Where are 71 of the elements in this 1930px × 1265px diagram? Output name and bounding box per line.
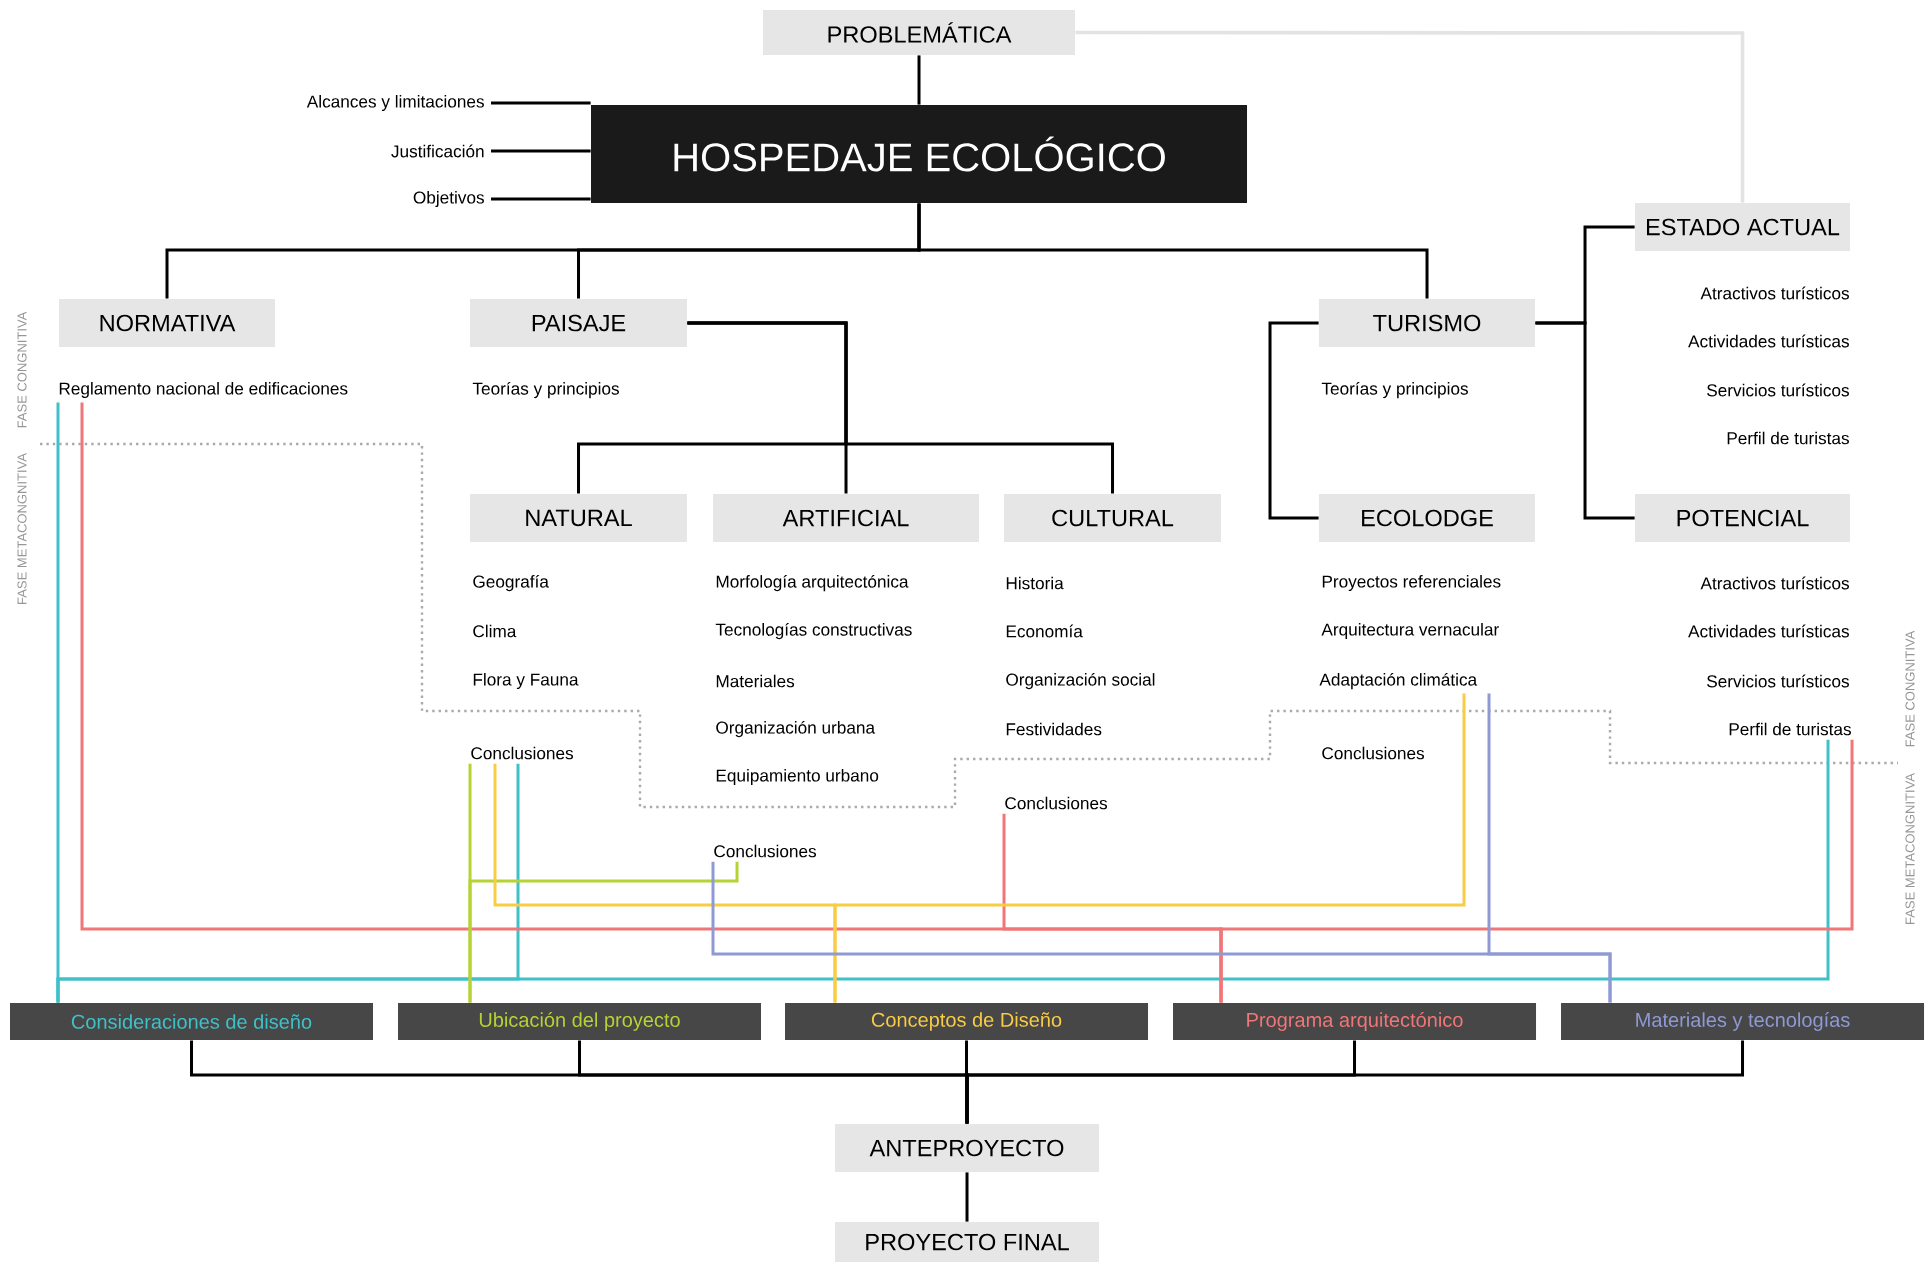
item-text: Servicios turísticos	[1707, 383, 1849, 397]
heading-box: PROYECTO FINAL	[835, 1222, 1099, 1262]
heading-box: CULTURAL	[1004, 494, 1221, 542]
item-text: Conclusiones	[1322, 746, 1424, 760]
item-text: Perfil de turistas	[1727, 431, 1849, 445]
item-text: Atractivos turísticos	[1700, 286, 1849, 300]
category-box: Consideraciones de diseño	[10, 1003, 373, 1040]
connector-line	[1268, 321, 1319, 520]
heading-box: ANTEPROYECTO	[835, 1124, 1099, 1172]
connector-line	[965, 1172, 969, 1222]
item-text: Equipamiento urbano	[716, 769, 879, 786]
connector-line	[56, 739, 1830, 1003]
category-box: Materiales y tecnologías	[1561, 1003, 1924, 1040]
category-box: Conceptos de Diseño	[785, 1003, 1148, 1040]
item-text: Teorías y principios	[1321, 381, 1468, 399]
connector-line	[687, 321, 1114, 494]
heading-box: PAISAJE	[470, 299, 687, 347]
item-text: Organización urbana	[716, 720, 876, 738]
category-box: Ubicación del proyecto	[398, 1003, 761, 1040]
item-text: Tecnologías constructivas	[715, 622, 912, 640]
connector-line	[1219, 739, 1854, 1003]
item-text: Organización social	[1006, 672, 1155, 690]
heading-box: ECOLODGE	[1319, 494, 1535, 542]
connector-line	[833, 693, 1466, 1003]
item-text: Geografía	[473, 574, 549, 592]
item-text: Servicios turísticos	[1707, 674, 1849, 688]
conclusion-text: Conclusiones	[714, 844, 816, 858]
item-text: Reglamento nacional de edificaciones	[59, 382, 348, 399]
heading-box: NATURAL	[470, 494, 687, 542]
item-text: Flora y Fauna	[473, 673, 579, 690]
item-text: Economía	[1006, 624, 1083, 638]
category-box: Programa arquitectónico	[1173, 1003, 1536, 1040]
phase-label: FASE METACONGNITIVA	[17, 453, 27, 604]
conclusion-text: Conclusiones	[1005, 796, 1107, 810]
item-text: Materiales	[716, 674, 795, 688]
phase-label: FASE METACONGNITIVA	[1905, 773, 1915, 924]
item-text: Proyectos referenciales	[1322, 575, 1501, 592]
item-text: Justificación	[391, 144, 484, 158]
heading-box: NORMATIVA	[59, 299, 275, 347]
conclusion-text: Conclusiones	[471, 746, 573, 760]
heading-box: PROBLEMÁTICA	[763, 10, 1075, 55]
item-text: Morfología arquitectónica	[716, 574, 909, 592]
heading-box: ARTIFICIAL	[713, 494, 979, 542]
item-text: Festividades	[1006, 722, 1102, 736]
heading-box: TURISMO	[1319, 299, 1535, 347]
connector-line	[917, 55, 921, 105]
item-text: Teorías y principios	[472, 381, 619, 399]
item-text: Objetivos	[413, 191, 484, 208]
phase-label: FASE CONGNITIVA	[17, 311, 27, 428]
connector-line	[1487, 693, 1612, 1003]
item-text: Atractivos turísticos	[1700, 576, 1849, 590]
item-text: Actividades turísticas	[1688, 624, 1849, 638]
item-text: Actividades turísticas	[1688, 334, 1849, 348]
connector-line	[1535, 321, 1635, 520]
item-text: Arquitectura vernacular	[1321, 623, 1499, 640]
item-text: Clima	[473, 624, 517, 638]
connector-line	[468, 861, 739, 1003]
item-text: Adaptación climática	[1319, 672, 1478, 690]
item-text: Historia	[1006, 576, 1064, 590]
item-text: Alcances y limitaciones	[306, 95, 484, 112]
connector-line	[1075, 30, 1745, 203]
leader-line	[491, 101, 591, 105]
leader-line	[491, 149, 591, 153]
phase-label: FASE CONGNITIVA	[1905, 630, 1915, 747]
item-text: Perfil de turistas	[1729, 722, 1851, 736]
heading-box: POTENCIAL	[1635, 494, 1850, 542]
heading-box: ESTADO ACTUAL	[1635, 203, 1850, 251]
leader-line	[491, 197, 591, 201]
title-box: HOSPEDAJE ECOLÓGICO	[591, 105, 1247, 203]
connector-line	[965, 1040, 1745, 1124]
connector-line	[917, 203, 1429, 299]
